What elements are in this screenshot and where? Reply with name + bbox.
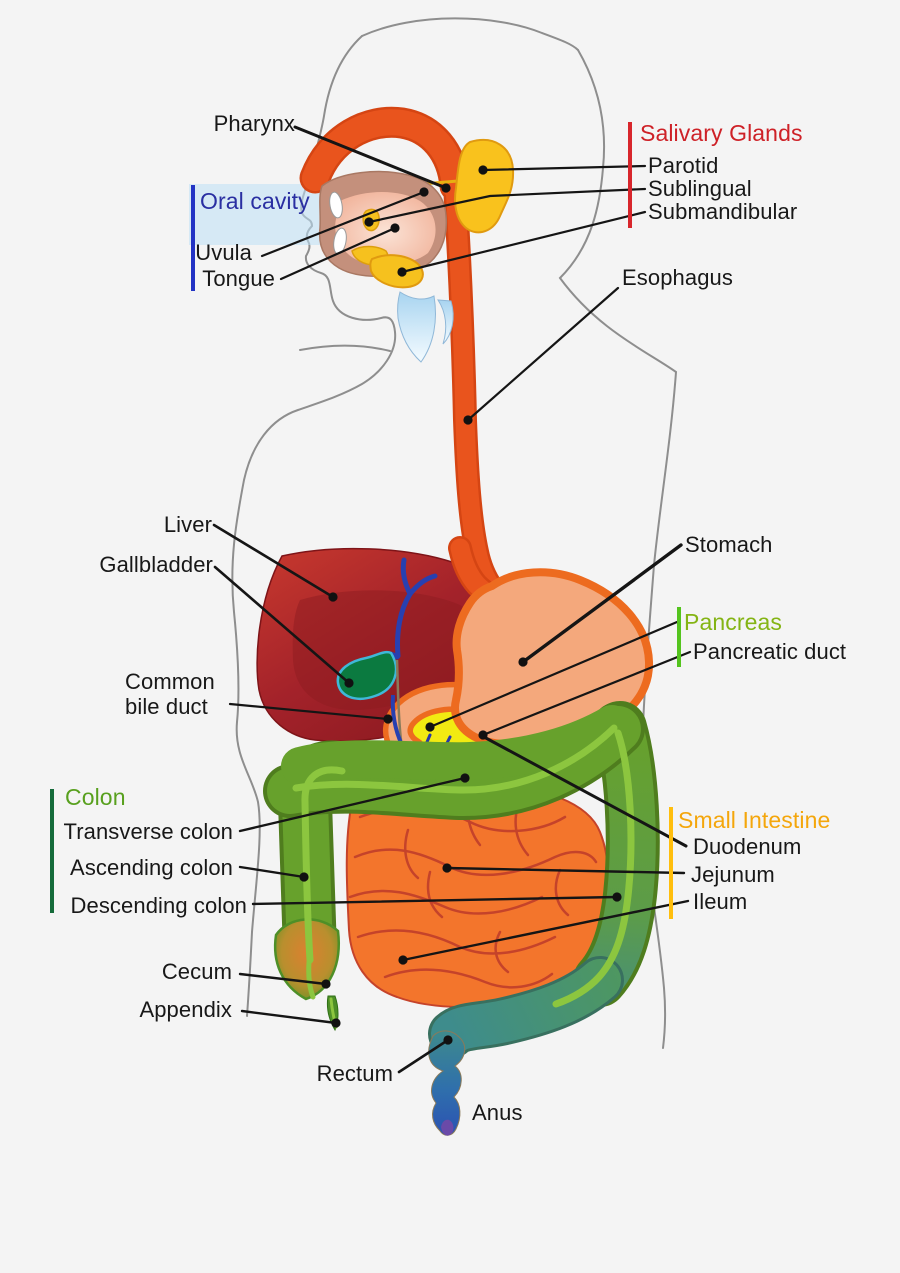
tooth-icon xyxy=(329,191,343,219)
label-common-bile-duct: Common bile duct xyxy=(125,669,215,719)
label-submandibular: Submandibular xyxy=(648,199,798,224)
rectum-anus-shape xyxy=(428,1030,466,1136)
salivary-glands-bar xyxy=(628,122,632,228)
label-pharynx: Pharynx xyxy=(213,111,295,136)
label-salivary-glands: Salivary Glands xyxy=(640,120,803,146)
label-colon: Colon xyxy=(65,784,126,810)
pancreas-bar xyxy=(677,607,681,667)
label-gallbladder: Gallbladder xyxy=(99,552,213,577)
gallbladder-shape xyxy=(336,650,398,700)
label-ascending-colon: Ascending colon xyxy=(70,855,233,880)
label-small-intestine: Small Intestine xyxy=(678,807,831,833)
label-transverse-colon: Transverse colon xyxy=(63,819,233,844)
label-parotid: Parotid xyxy=(648,153,719,178)
label-duodenum: Duodenum xyxy=(693,834,802,859)
label-sublingual: Sublingual xyxy=(648,176,752,201)
small-intestine-bar xyxy=(669,807,673,919)
label-pancreatic-duct: Pancreatic duct xyxy=(693,639,847,664)
label-esophagus: Esophagus xyxy=(622,265,733,290)
label-liver: Liver xyxy=(163,512,212,537)
trachea xyxy=(397,291,454,363)
submandibular-gland-shape xyxy=(369,254,424,289)
label-tongue: Tongue xyxy=(202,266,275,291)
oral-cavity-bar xyxy=(191,185,195,291)
label-anus: Anus xyxy=(472,1100,523,1125)
pointer-dots xyxy=(299,165,622,1045)
colon-bar xyxy=(50,789,54,913)
pharynx-esophagus xyxy=(299,106,504,600)
label-pancreas: Pancreas xyxy=(684,609,782,635)
label-cecum: Cecum xyxy=(161,959,232,984)
parotid-gland-shape xyxy=(454,139,515,234)
label-jejunum: Jejunum xyxy=(691,862,775,887)
label-descending-colon: Descending colon xyxy=(70,893,247,918)
label-ileum: Ileum xyxy=(693,889,748,914)
label-appendix: Appendix xyxy=(139,997,232,1022)
label-rectum: Rectum xyxy=(316,1061,393,1086)
label-stomach: Stomach xyxy=(685,532,773,557)
label-uvula: Uvula xyxy=(195,240,252,265)
label-oral-cavity: Oral cavity xyxy=(200,188,310,214)
leader-lines xyxy=(212,125,692,1074)
